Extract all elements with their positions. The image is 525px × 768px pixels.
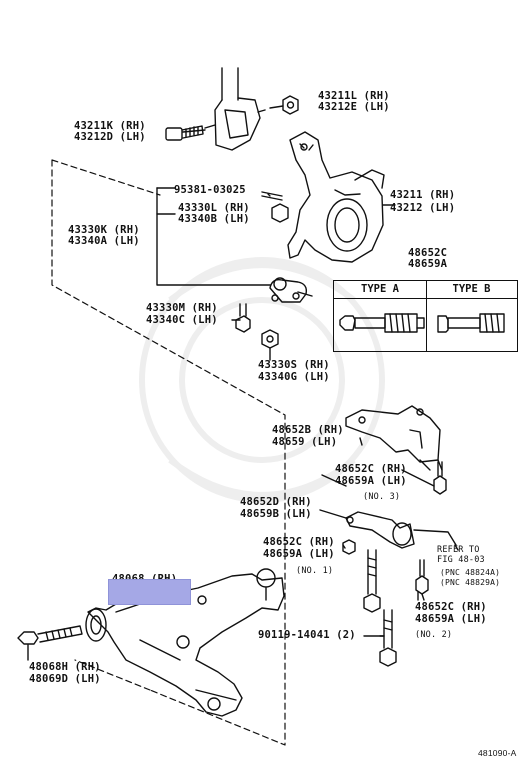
rear-bracket [345,405,443,471]
part-label-48652C-no3: 48652C (RH) [335,463,407,475]
part-label-48652C-no2: 48652C (RH) [415,601,487,613]
part-label-48652D: 48652D (RH) [240,496,312,508]
watermark-emblem [139,257,385,503]
type-a-header: TYPE A [334,281,426,299]
nut-43211L [282,95,299,115]
nut-no1 [342,539,356,555]
nut-43330S [261,329,279,349]
type-b-bushing [437,313,505,333]
front-bracket [345,511,457,549]
part-label-43212: 43212 (LH) [390,202,456,214]
bolt-no3 [433,461,447,495]
part-label-43212E: 43212E (LH) [318,101,390,113]
bolt-no2 [415,559,429,601]
part-label-43330K: 43330K (RH) [68,224,140,236]
part-label-43340B: 43340B (LH) [178,213,250,225]
part-label-43211: 43211 (RH) [390,189,456,201]
part-note-no2: (NO. 2) [415,630,453,640]
part-note-no1: (NO. 1) [296,566,334,576]
part-label-43340G: 43340G (LH) [258,371,330,383]
castle-nut-43330L [271,203,289,223]
part-label-95381: 95381-03025 [174,184,246,196]
part-label-48659B: 48659B (LH) [240,508,312,520]
part-label-43211L: 43211L (RH) [318,90,390,102]
part-label-90119: 90119-14041 (2) [258,629,356,641]
type-a-bushing [339,313,425,333]
part-label-43330L: 43330L (RH) [178,202,250,214]
refer-note: REFER TO [437,545,480,555]
ball-joint [269,277,313,303]
part-label-48068H: 48068H (RH) [29,661,101,673]
steering-knuckle [287,131,385,263]
part-label-43211K: 43211K (RH) [74,120,146,132]
part-label-43212D: 43212D (LH) [74,131,146,143]
long-bolt-90119 [363,549,397,667]
refer-pnc-2: (PNC 48829A) [440,578,501,587]
part-label-48069D: 48069D (LH) [29,673,101,685]
part-label-48659A-no3: 48659A (LH) [335,475,407,487]
part-label-43340C: 43340C (LH) [146,314,218,326]
figure-code: 481090-A [478,748,517,758]
refer-fig: FIG 48-03 [437,555,485,565]
part-label-48652C-top: 48652C [408,247,448,259]
strut-drawing [204,67,266,151]
bolt-43211K [165,125,204,141]
redaction-box [108,579,191,605]
cotter-pin [261,191,283,201]
dashed-outline-2 [74,659,151,691]
bolt-43330M [235,303,251,333]
part-label-48659: 48659 (LH) [272,436,338,448]
dashed-outline [51,159,286,746]
part-label-48652C-no1: 48652C (RH) [263,536,335,548]
part-label-43340A: 43340A (LH) [68,235,140,247]
bushing-type-table: TYPE A TYPE B [333,280,518,352]
part-note-no3: (NO. 3) [363,492,401,502]
part-label-48659A-no1: 48659A (LH) [263,548,335,560]
part-label-48659A-top: 48659A [408,258,448,270]
part-label-48659A-no2: 48659A (LH) [415,613,487,625]
type-b-header: TYPE B [426,281,517,299]
refer-pnc-1: (PNC 48824A) [440,568,501,577]
part-label-43330S: 43330S (RH) [258,359,330,371]
type-divider [426,281,427,351]
part-label-43330M: 43330M (RH) [146,302,218,314]
bolt-48068H [17,625,83,645]
part-label-48652B: 48652B (RH) [272,424,344,436]
